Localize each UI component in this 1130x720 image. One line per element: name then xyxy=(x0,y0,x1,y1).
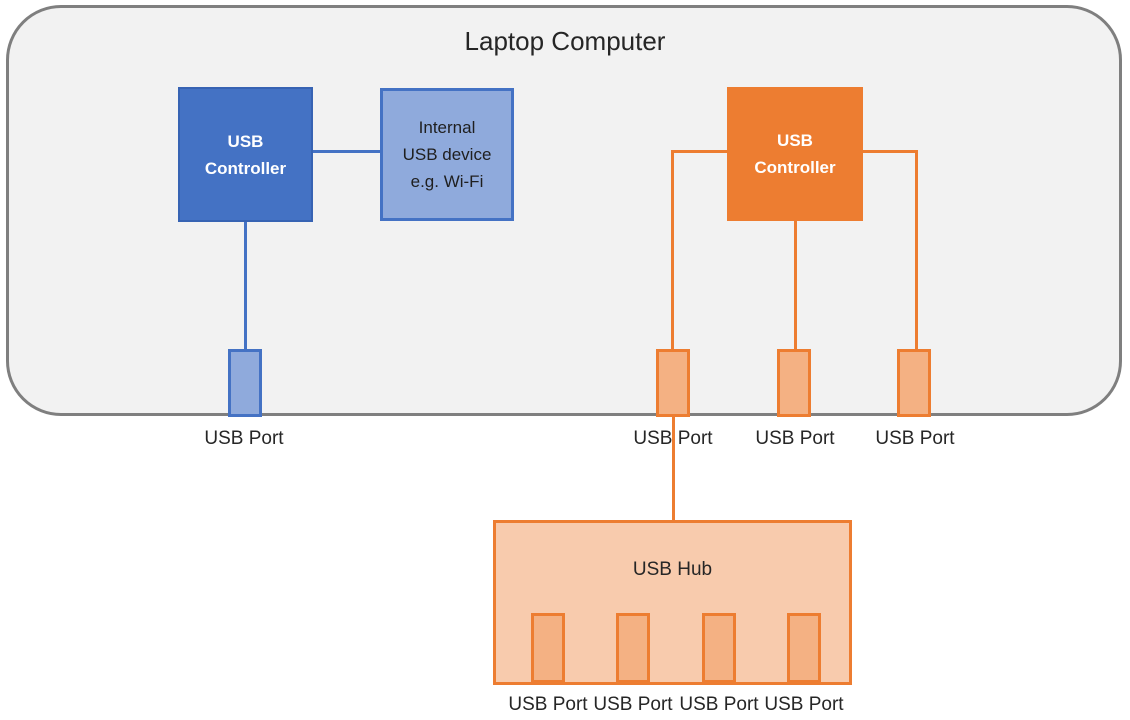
laptop-port-label-1: USB Port xyxy=(204,428,284,449)
laptop-usb-port-orange-2 xyxy=(777,349,811,417)
diagram-title: Laptop Computer xyxy=(464,26,666,56)
usb-controller-orange-label: USB Controller xyxy=(754,131,836,177)
connector-blue-controller-to-internal-device xyxy=(313,150,380,153)
connector-orange-center-vertical xyxy=(794,221,797,349)
hub-port-label-3: USB Port xyxy=(679,694,759,715)
internal-device-line-2: USB device xyxy=(402,145,492,164)
connector-orange-right-horizontal xyxy=(863,150,918,153)
usb-controller-blue: USB Controller xyxy=(178,87,313,222)
hub-usb-port-4 xyxy=(787,613,821,683)
usb-controller-orange: USB Controller xyxy=(727,87,863,221)
laptop-usb-port-orange-1 xyxy=(656,349,690,417)
connector-orange-left-vertical xyxy=(671,150,674,349)
hub-usb-port-1 xyxy=(531,613,565,683)
laptop-port-label-4: USB Port xyxy=(875,428,955,449)
internal-device-line-3: e.g. Wi-Fi xyxy=(410,172,484,191)
usb-hub: USB Hub xyxy=(493,520,852,685)
hub-port-label-1: USB Port xyxy=(508,694,588,715)
internal-usb-device: Internal USB device e.g. Wi-Fi xyxy=(380,88,514,221)
connector-port-to-hub xyxy=(672,414,675,521)
laptop-computer-outline xyxy=(6,5,1122,416)
connector-orange-right-vertical xyxy=(915,150,918,349)
laptop-port-label-2: USB Port xyxy=(633,428,713,449)
hub-usb-port-2 xyxy=(616,613,650,683)
hub-port-label-4: USB Port xyxy=(764,694,844,715)
laptop-usb-port-orange-3 xyxy=(897,349,931,417)
connector-blue-controller-to-port xyxy=(244,222,247,349)
usb-controller-blue-label: USB Controller xyxy=(204,131,287,178)
usb-hub-label: USB Hub xyxy=(632,559,713,580)
hub-usb-port-3 xyxy=(702,613,736,683)
connector-orange-left-horizontal xyxy=(671,150,727,153)
hub-port-label-2: USB Port xyxy=(593,694,673,715)
internal-device-line-1: Internal xyxy=(418,118,476,137)
laptop-port-label-3: USB Port xyxy=(755,428,835,449)
laptop-usb-port-blue xyxy=(228,349,262,417)
